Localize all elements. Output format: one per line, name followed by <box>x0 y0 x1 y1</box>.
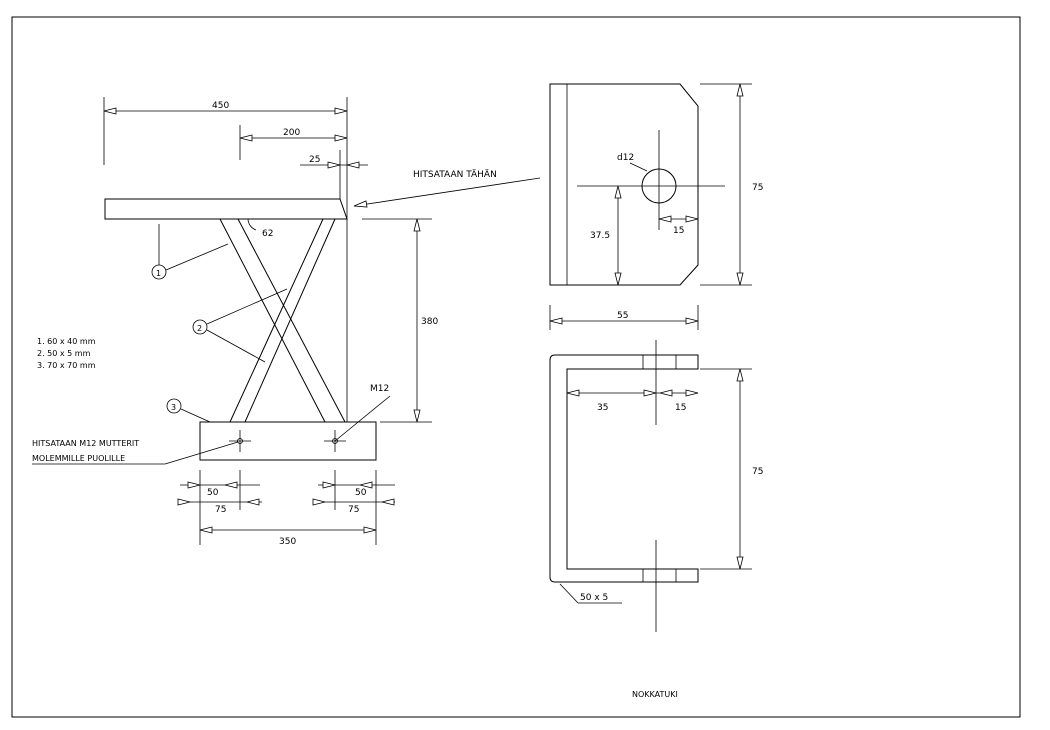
u-bracket-view: 35 15 75 50 x 5 <box>549 340 763 632</box>
m12-holes <box>229 430 346 452</box>
material-2: 2. 50 x 5 mm <box>37 349 91 358</box>
profile-label: 50 x 5 <box>580 593 608 603</box>
nut-note-line1: HITSATAAN M12 MUTTERIT <box>32 439 139 448</box>
dim-75-u: 75 <box>752 467 763 477</box>
svg-text:1: 1 <box>156 269 161 278</box>
dim-25: 25 <box>309 155 320 165</box>
plate-outline <box>549 83 699 286</box>
material-3: 3. 70 x 70 mm <box>37 361 96 370</box>
u-bracket-outline <box>549 354 699 583</box>
dim-50-right: 50 <box>355 488 367 498</box>
dim-37-5: 37.5 <box>590 231 610 241</box>
materials-list: 1. 60 x 40 mm 2. 50 x 5 mm 3. 70 x 70 mm <box>37 337 96 370</box>
angle-62: 62 <box>262 229 273 239</box>
nut-note-line2: MOLEMMILLE PUOLILLE <box>32 454 125 463</box>
dim-15-plate: 15 <box>673 226 684 236</box>
svg-text:2: 2 <box>197 324 202 333</box>
material-1: 1. 60 x 40 mm <box>37 337 96 346</box>
dim-55: 55 <box>617 311 628 321</box>
hole-label: d12 <box>617 153 634 163</box>
dim-15-u: 15 <box>675 403 686 413</box>
dim-350: 350 <box>279 537 296 547</box>
balloon-2 <box>192 319 208 335</box>
balloon-3 <box>166 398 182 414</box>
dim-75-left: 75 <box>215 505 226 515</box>
plate-view: d12 37.5 15 75 55 <box>549 83 763 330</box>
svg-text:3: 3 <box>171 403 176 412</box>
dim-35: 35 <box>597 403 608 413</box>
base-block <box>199 421 377 461</box>
dim-50-left: 50 <box>207 488 219 498</box>
drawing-frame <box>11 16 1021 718</box>
side-view: 450 200 25 62 380 HITSATAAN TÄHÄN 1 <box>32 97 541 547</box>
weld-note: HITSATAAN TÄHÄN <box>413 169 497 180</box>
dim-75-right: 75 <box>348 505 359 515</box>
scissor-legs <box>219 218 346 423</box>
dim-75-plate: 75 <box>752 183 763 193</box>
top-beam <box>104 198 348 220</box>
dim-200: 200 <box>283 128 300 138</box>
dim-450: 450 <box>212 101 229 111</box>
drawing-title: NOKKATUKI <box>632 690 678 699</box>
label-m12: M12 <box>370 384 389 394</box>
dim-380: 380 <box>421 317 438 327</box>
